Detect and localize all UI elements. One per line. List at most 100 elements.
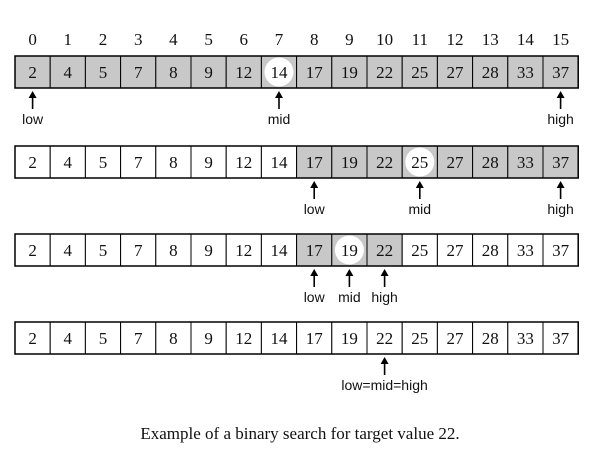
cell-value: 12 (235, 63, 252, 82)
pointer-arrowhead (275, 91, 283, 98)
index-label: 10 (376, 30, 393, 49)
array-cell (296, 233, 333, 267)
cell-value: 19 (341, 153, 358, 172)
cell-value: 22 (376, 241, 393, 260)
index-label: 3 (134, 30, 143, 49)
array-cell (472, 321, 509, 355)
cell-value: 37 (552, 241, 570, 260)
cell-value: 9 (204, 241, 213, 260)
cell-value: 14 (271, 241, 289, 260)
cell-value: 2 (28, 241, 37, 260)
cell-value: 4 (64, 241, 73, 260)
cell-value: 28 (482, 63, 499, 82)
array-cell (542, 145, 579, 179)
pointer-arrowhead (380, 357, 389, 364)
cell-value: 4 (64, 63, 73, 82)
cell-value: 7 (134, 329, 143, 348)
cell-value: 2 (28, 63, 37, 82)
cell-value: 8 (169, 241, 178, 260)
pointer-label: low (304, 289, 326, 305)
pointer-low=mid=high: low=mid=high (341, 357, 428, 393)
cell-value: 17 (306, 153, 324, 172)
cell-value: 22 (376, 329, 393, 348)
cell-value: 17 (306, 241, 324, 260)
array-cell (190, 233, 227, 267)
cell-value: 17 (306, 63, 324, 82)
cell-value: 5 (99, 63, 108, 82)
array-outline (14, 145, 579, 179)
cell-value: 37 (552, 153, 570, 172)
cell-value: 8 (169, 63, 178, 82)
pointer-label: low (304, 201, 326, 217)
pointer-label: high (371, 289, 397, 305)
cell-value: 19 (341, 329, 358, 348)
array-cell (436, 233, 474, 267)
cell-value: 25 (411, 153, 428, 172)
cell-value: 7 (134, 63, 143, 82)
index-label: 1 (64, 30, 73, 49)
array-cell (472, 233, 509, 267)
index-label: 13 (482, 30, 499, 49)
pointer-mid: mid (338, 269, 361, 305)
pointer-arrowhead (556, 91, 565, 98)
cell-value: 5 (99, 329, 108, 348)
array-cell (155, 233, 192, 267)
index-label: 5 (204, 30, 213, 49)
cell-value: 4 (64, 329, 73, 348)
cell-value: 19 (341, 241, 358, 260)
cell-value: 28 (482, 241, 499, 260)
array-cell (472, 145, 509, 179)
index-label: 2 (99, 30, 108, 49)
pointer-low: low (304, 269, 326, 305)
cell-value: 5 (99, 153, 108, 172)
cell-value: 4 (64, 153, 73, 172)
cell-value: 14 (271, 153, 289, 172)
cell-value: 9 (204, 153, 213, 172)
figure-caption: Example of a binary search for target va… (140, 424, 460, 443)
pointer-arrowhead (380, 269, 389, 276)
cell-value: 2 (28, 153, 37, 172)
pointer-high: high (371, 269, 398, 305)
cell-value: 9 (204, 63, 213, 82)
array-cell (507, 321, 544, 355)
index-label: 8 (310, 30, 319, 49)
array-outline (14, 233, 579, 267)
pointer-arrowhead (345, 269, 354, 276)
array-cell (225, 145, 262, 179)
cell-value: 19 (341, 63, 358, 82)
pointer-label: high (547, 111, 573, 127)
cell-value: 33 (517, 63, 534, 82)
pointer-label: high (547, 201, 573, 217)
pointer-arrowhead (310, 181, 319, 188)
cell-value: 9 (204, 329, 213, 348)
cell-value: 8 (169, 329, 178, 348)
cell-value: 5 (99, 241, 108, 260)
pointer-arrowhead (556, 181, 565, 188)
array-outline (14, 321, 579, 355)
index-label: 6 (240, 30, 249, 49)
pointer-label: low=mid=high (341, 377, 427, 393)
cell-value: 7 (134, 153, 143, 172)
cell-value: 27 (447, 329, 465, 348)
pointer-mid: mid (268, 91, 291, 127)
cell-value: 33 (517, 153, 534, 172)
cell-value: 27 (447, 63, 465, 82)
index-label: 0 (28, 30, 37, 49)
cell-value: 25 (411, 63, 428, 82)
cell-value: 17 (306, 329, 324, 348)
mid-highlight-circle (334, 235, 364, 265)
pointer-mid: mid (409, 181, 431, 217)
index-label: 11 (412, 30, 428, 49)
cell-value: 22 (376, 153, 393, 172)
pointer-arrowhead (28, 91, 37, 98)
cell-value: 22 (376, 63, 393, 82)
pointer-high: high (547, 181, 574, 217)
array-cell (49, 55, 86, 89)
pointer-high: high (547, 91, 574, 127)
pointer-label: mid (268, 111, 291, 127)
mid-highlight-circle (264, 57, 294, 87)
